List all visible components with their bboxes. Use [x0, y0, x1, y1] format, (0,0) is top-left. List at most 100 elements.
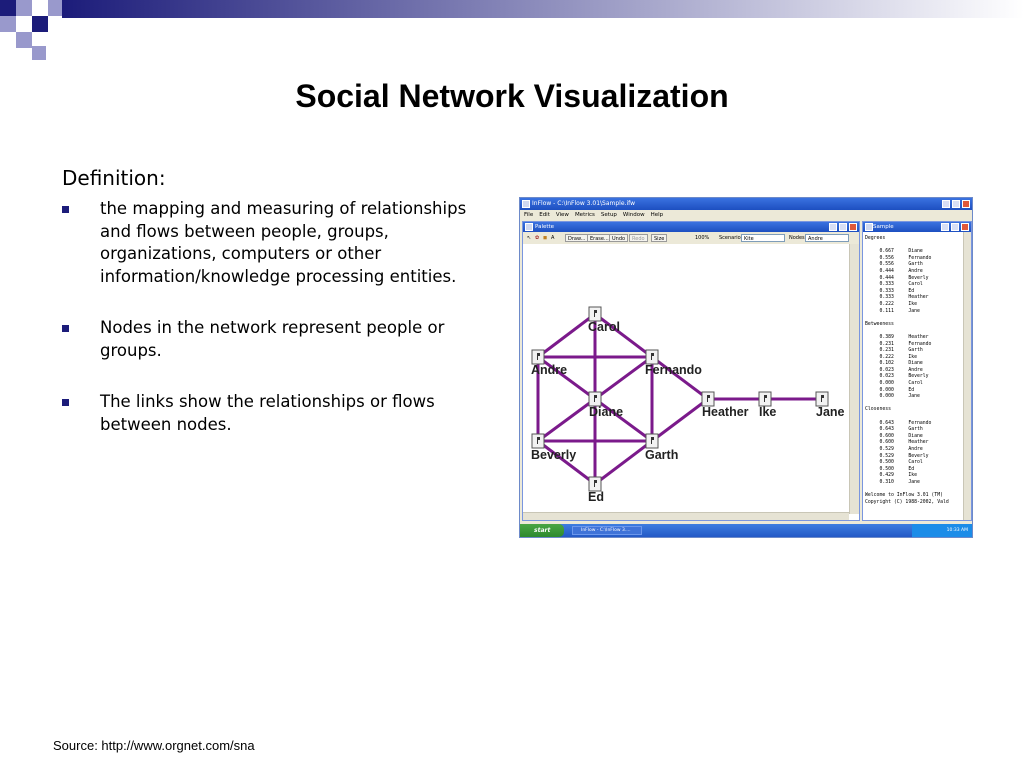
menu-view[interactable]: View	[555, 212, 569, 218]
clock: 10:33 AM	[946, 528, 968, 533]
node-label: Ike	[759, 405, 776, 419]
size-button[interactable]: Size	[651, 234, 668, 242]
link-andre-diane	[537, 355, 596, 401]
horizontal-scrollbar[interactable]	[523, 512, 849, 520]
redo-button[interactable]: Redo	[629, 234, 648, 242]
sample-window: Sample Degrees 0.667 Diane 0.556 Fernand…	[862, 221, 972, 521]
slide-title: Social Network Visualization	[295, 78, 729, 114]
node-jane[interactable]: Jane	[815, 391, 845, 419]
vertical-scrollbar[interactable]	[849, 244, 859, 514]
menu-file[interactable]: File	[524, 212, 534, 218]
system-tray: 10:33 AM	[912, 524, 972, 537]
node-label: Heather	[702, 405, 749, 419]
node-ike[interactable]: Ike	[758, 391, 776, 419]
person-glyph-icon	[651, 437, 654, 444]
person-glyph-icon	[537, 353, 540, 360]
definition-heading: Definition:	[62, 166, 166, 190]
node-label: Diane	[589, 405, 623, 419]
person-glyph-icon	[764, 395, 767, 402]
start-button[interactable]: start	[520, 524, 564, 537]
bullet-list: the mapping and measuring of relationshi…	[62, 198, 502, 465]
link-diane-beverly	[537, 397, 596, 443]
sample-close-icon[interactable]	[961, 223, 969, 231]
nodes-select[interactable]: Andre	[805, 234, 849, 242]
node-andre[interactable]: Andre	[531, 349, 567, 377]
palette-icon	[525, 223, 533, 231]
node-diane[interactable]: Diane	[588, 391, 623, 419]
palette-minimize-icon[interactable]	[829, 223, 837, 231]
sample-minimize-icon[interactable]	[941, 223, 949, 231]
undo-button[interactable]: Undo	[609, 234, 629, 242]
sample-maximize-icon[interactable]	[951, 223, 959, 231]
palette-window: Palette ↖ ✿ ◼ A Draw... Erase... Undo Re…	[522, 221, 860, 521]
menu-edit[interactable]: Edit	[539, 212, 550, 218]
sample-icon	[865, 223, 873, 231]
bullet-square-icon	[62, 206, 69, 213]
corner-decoration	[0, 0, 1024, 62]
node-label: Andre	[531, 363, 567, 377]
link-diane-garth	[594, 397, 653, 443]
node-label: Garth	[645, 448, 678, 462]
zoom-value: 100%	[695, 235, 710, 241]
taskbar: start InFlow - C:\InFlow 3.... 10:33 AM	[520, 524, 972, 537]
pointer-tool-icon[interactable]: ↖	[527, 235, 532, 241]
person-glyph-icon	[594, 480, 597, 487]
node-label: Carol	[588, 320, 620, 334]
link-carol-andre	[537, 312, 596, 359]
brush-tool-icon[interactable]: ✿	[535, 235, 540, 241]
scenario-label: Scenario:	[719, 235, 743, 241]
window-titlebar: InFlow - C:\InFlow 3.01\Sample.ifw	[520, 198, 972, 210]
scenario-select[interactable]: Kite	[741, 234, 785, 242]
link-fernando-diane	[594, 355, 653, 401]
palette-toolbar: ↖ ✿ ◼ A Draw... Erase... Undo Redo Size …	[523, 232, 859, 244]
nodes-label: Nodes:	[789, 235, 807, 241]
text-tool-icon[interactable]: A	[551, 235, 555, 241]
sample-scrollbar[interactable]	[963, 232, 971, 520]
bullet-text: The links show the relationships or flow…	[100, 392, 435, 434]
node-beverly[interactable]: Beverly	[531, 433, 576, 462]
link-fernando-heather	[651, 355, 709, 401]
node-label: Beverly	[531, 448, 576, 462]
link-garth-heather	[651, 397, 709, 443]
menu-setup[interactable]: Setup	[600, 212, 617, 218]
metrics-output: Degrees 0.667 Diane 0.556 Fernando 0.556…	[865, 236, 949, 505]
menu-help[interactable]: Help	[650, 212, 664, 218]
maximize-icon[interactable]	[952, 200, 960, 208]
palette-maximize-icon[interactable]	[839, 223, 847, 231]
person-glyph-icon	[651, 353, 654, 360]
bullet-item: The links show the relationships or flow…	[62, 391, 502, 436]
node-heather[interactable]: Heather	[701, 391, 749, 419]
paint-tool-icon[interactable]: ◼	[543, 235, 548, 241]
bullet-item: the mapping and measuring of relationshi…	[62, 198, 502, 288]
person-glyph-icon	[707, 395, 710, 402]
sample-title: Sample	[873, 224, 894, 230]
draw-button[interactable]: Draw...	[565, 234, 589, 242]
node-label: Fernando	[645, 363, 702, 377]
taskbar-item[interactable]: InFlow - C:\InFlow 3....	[572, 526, 642, 535]
bullet-square-icon	[62, 399, 69, 406]
bullet-square-icon	[62, 325, 69, 332]
person-glyph-icon	[537, 437, 540, 444]
bullet-text: Nodes in the network represent people or…	[100, 318, 445, 360]
minimize-icon[interactable]	[942, 200, 950, 208]
node-ed[interactable]: Ed	[588, 476, 604, 504]
close-icon[interactable]	[962, 200, 970, 208]
node-fernando[interactable]: Fernando	[645, 349, 702, 377]
node-garth[interactable]: Garth	[645, 433, 678, 462]
menu-window[interactable]: Window	[622, 212, 645, 218]
node-label: Jane	[816, 405, 845, 419]
menu-bar: File Edit View Metrics Setup Window Help	[520, 210, 972, 220]
bullet-item: Nodes in the network represent people or…	[62, 317, 502, 362]
source-citation: Source: http://www.orgnet.com/sna	[53, 738, 255, 753]
palette-titlebar: Palette	[523, 222, 859, 232]
link-garth-ed	[594, 439, 653, 486]
person-glyph-icon	[821, 395, 824, 402]
app-icon	[522, 200, 530, 208]
menu-metrics[interactable]: Metrics	[574, 212, 595, 218]
link-carol-fernando	[594, 312, 653, 359]
person-glyph-icon	[594, 310, 597, 317]
palette-close-icon[interactable]	[849, 223, 857, 231]
node-carol[interactable]: Carol	[588, 306, 620, 334]
